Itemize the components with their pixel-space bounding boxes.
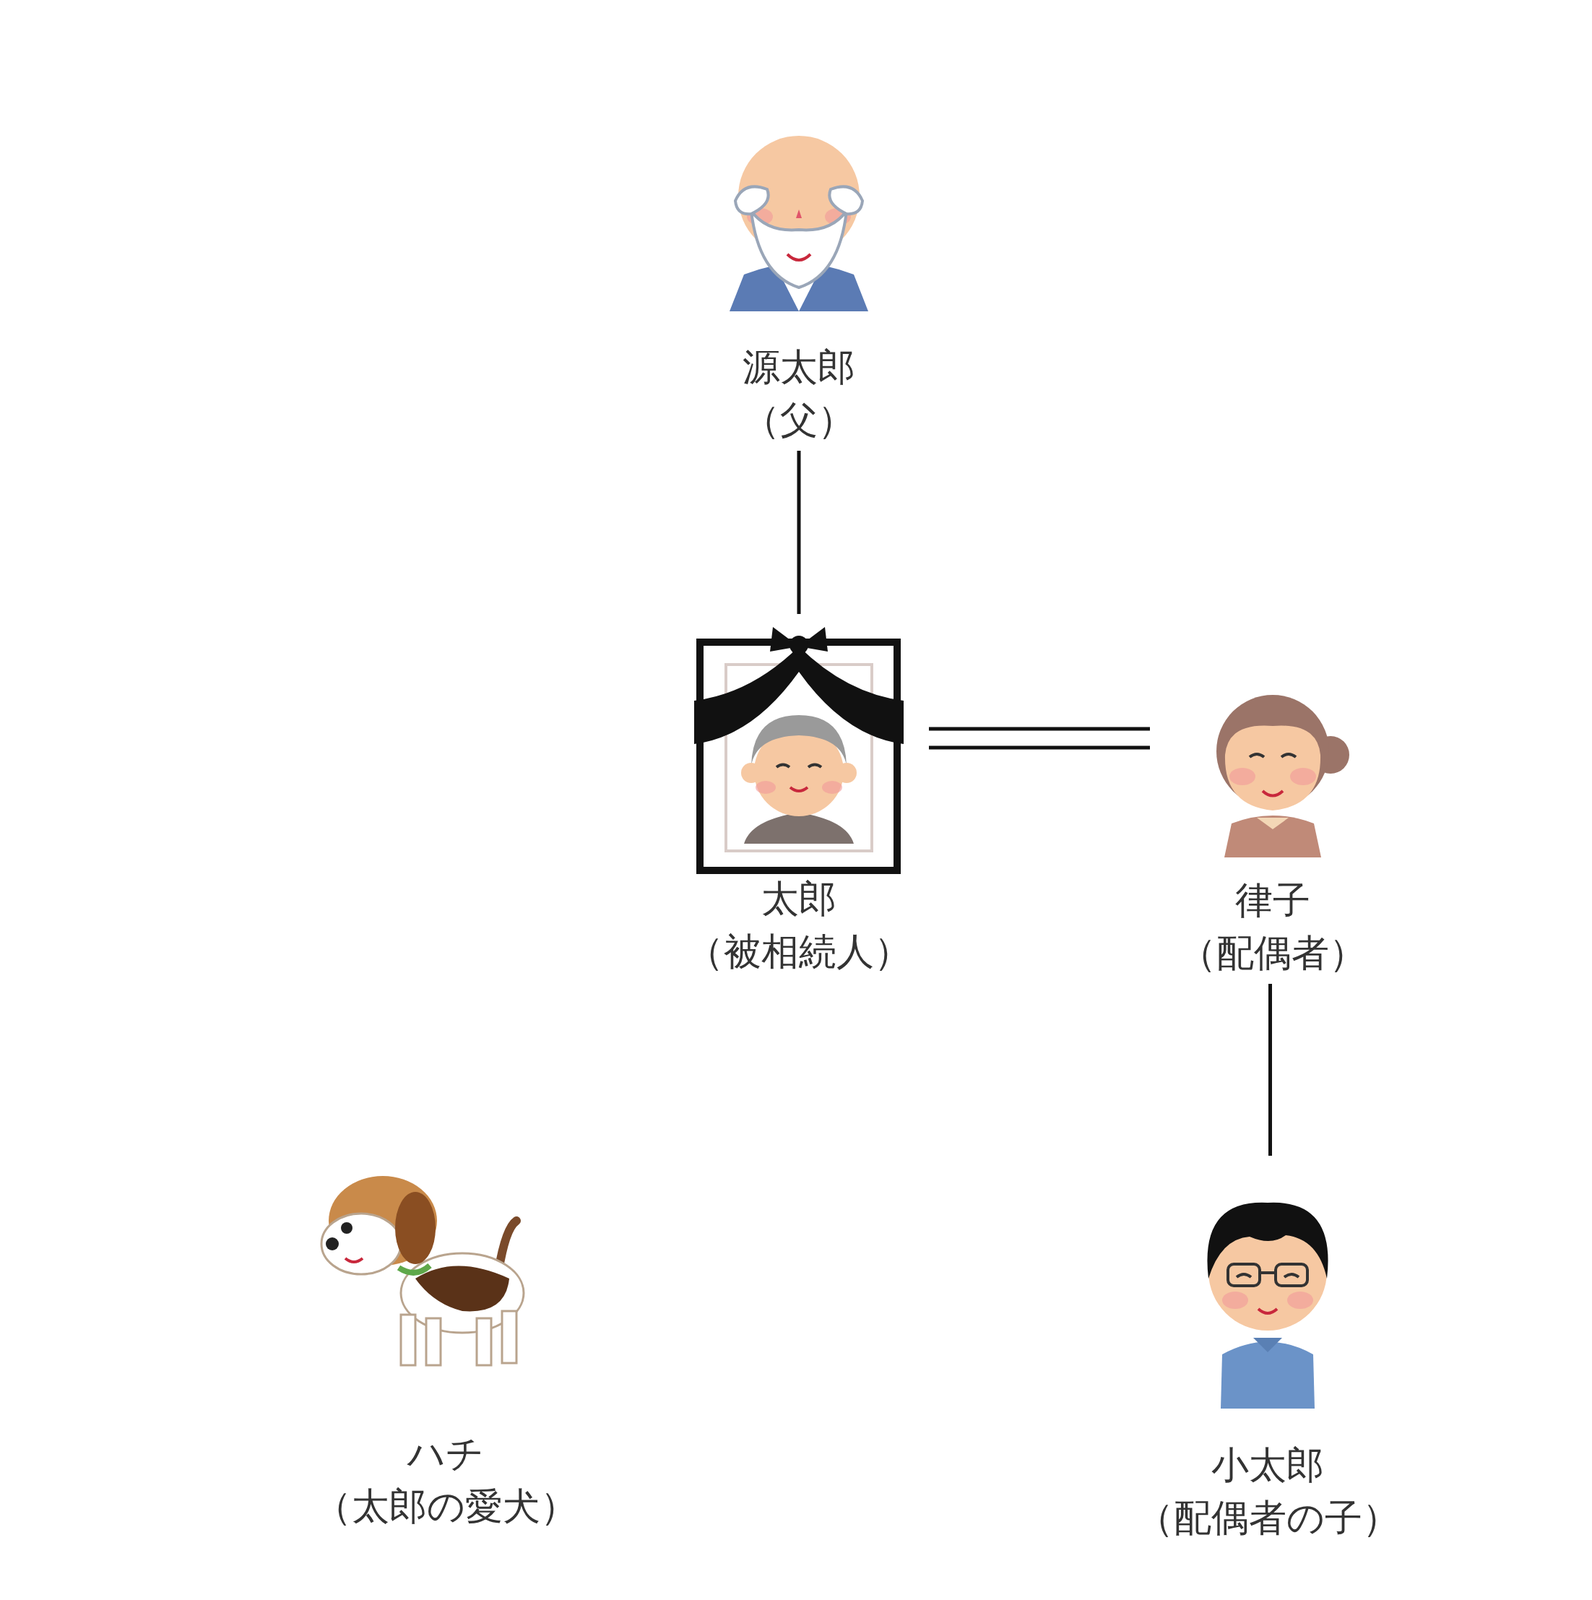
child-figure: [1207, 1202, 1328, 1409]
person-node: 小太郎（配偶者の子）: [1108, 1155, 1427, 1549]
relation-label: （父）: [668, 393, 929, 447]
father-figure: [729, 135, 869, 312]
link-line: [928, 727, 1150, 731]
spouse-figure: [1216, 694, 1350, 858]
person-name: 律子: [1149, 874, 1396, 927]
relation-label: （太郎の愛犬）: [286, 1480, 605, 1533]
person-node: 太郎（被相続人）: [668, 613, 929, 983]
person-node: 律子（配偶者）: [1149, 650, 1396, 984]
link-line: [928, 746, 1150, 750]
relation-label: （配偶者）: [1149, 926, 1396, 980]
memorial-portrait: [694, 626, 904, 871]
link-line: [797, 450, 802, 614]
person-node: ハチ（太郎の愛犬）: [286, 1162, 605, 1538]
family-link: [798, 450, 800, 614]
link-line: [1268, 983, 1273, 1156]
person-name: 太郎: [668, 872, 929, 926]
relation-label: （被相続人）: [668, 925, 929, 979]
person-name: 源太郎: [668, 340, 929, 394]
relation-label: （配偶者の子）: [1108, 1491, 1427, 1545]
person-name: 小太郎: [1108, 1438, 1427, 1492]
person-name: ハチ: [286, 1427, 605, 1481]
dog-figure: [321, 1175, 524, 1366]
person-node: 源太郎（父）: [668, 122, 929, 451]
family-link: [1269, 983, 1271, 1156]
family-link: [928, 728, 1150, 748]
